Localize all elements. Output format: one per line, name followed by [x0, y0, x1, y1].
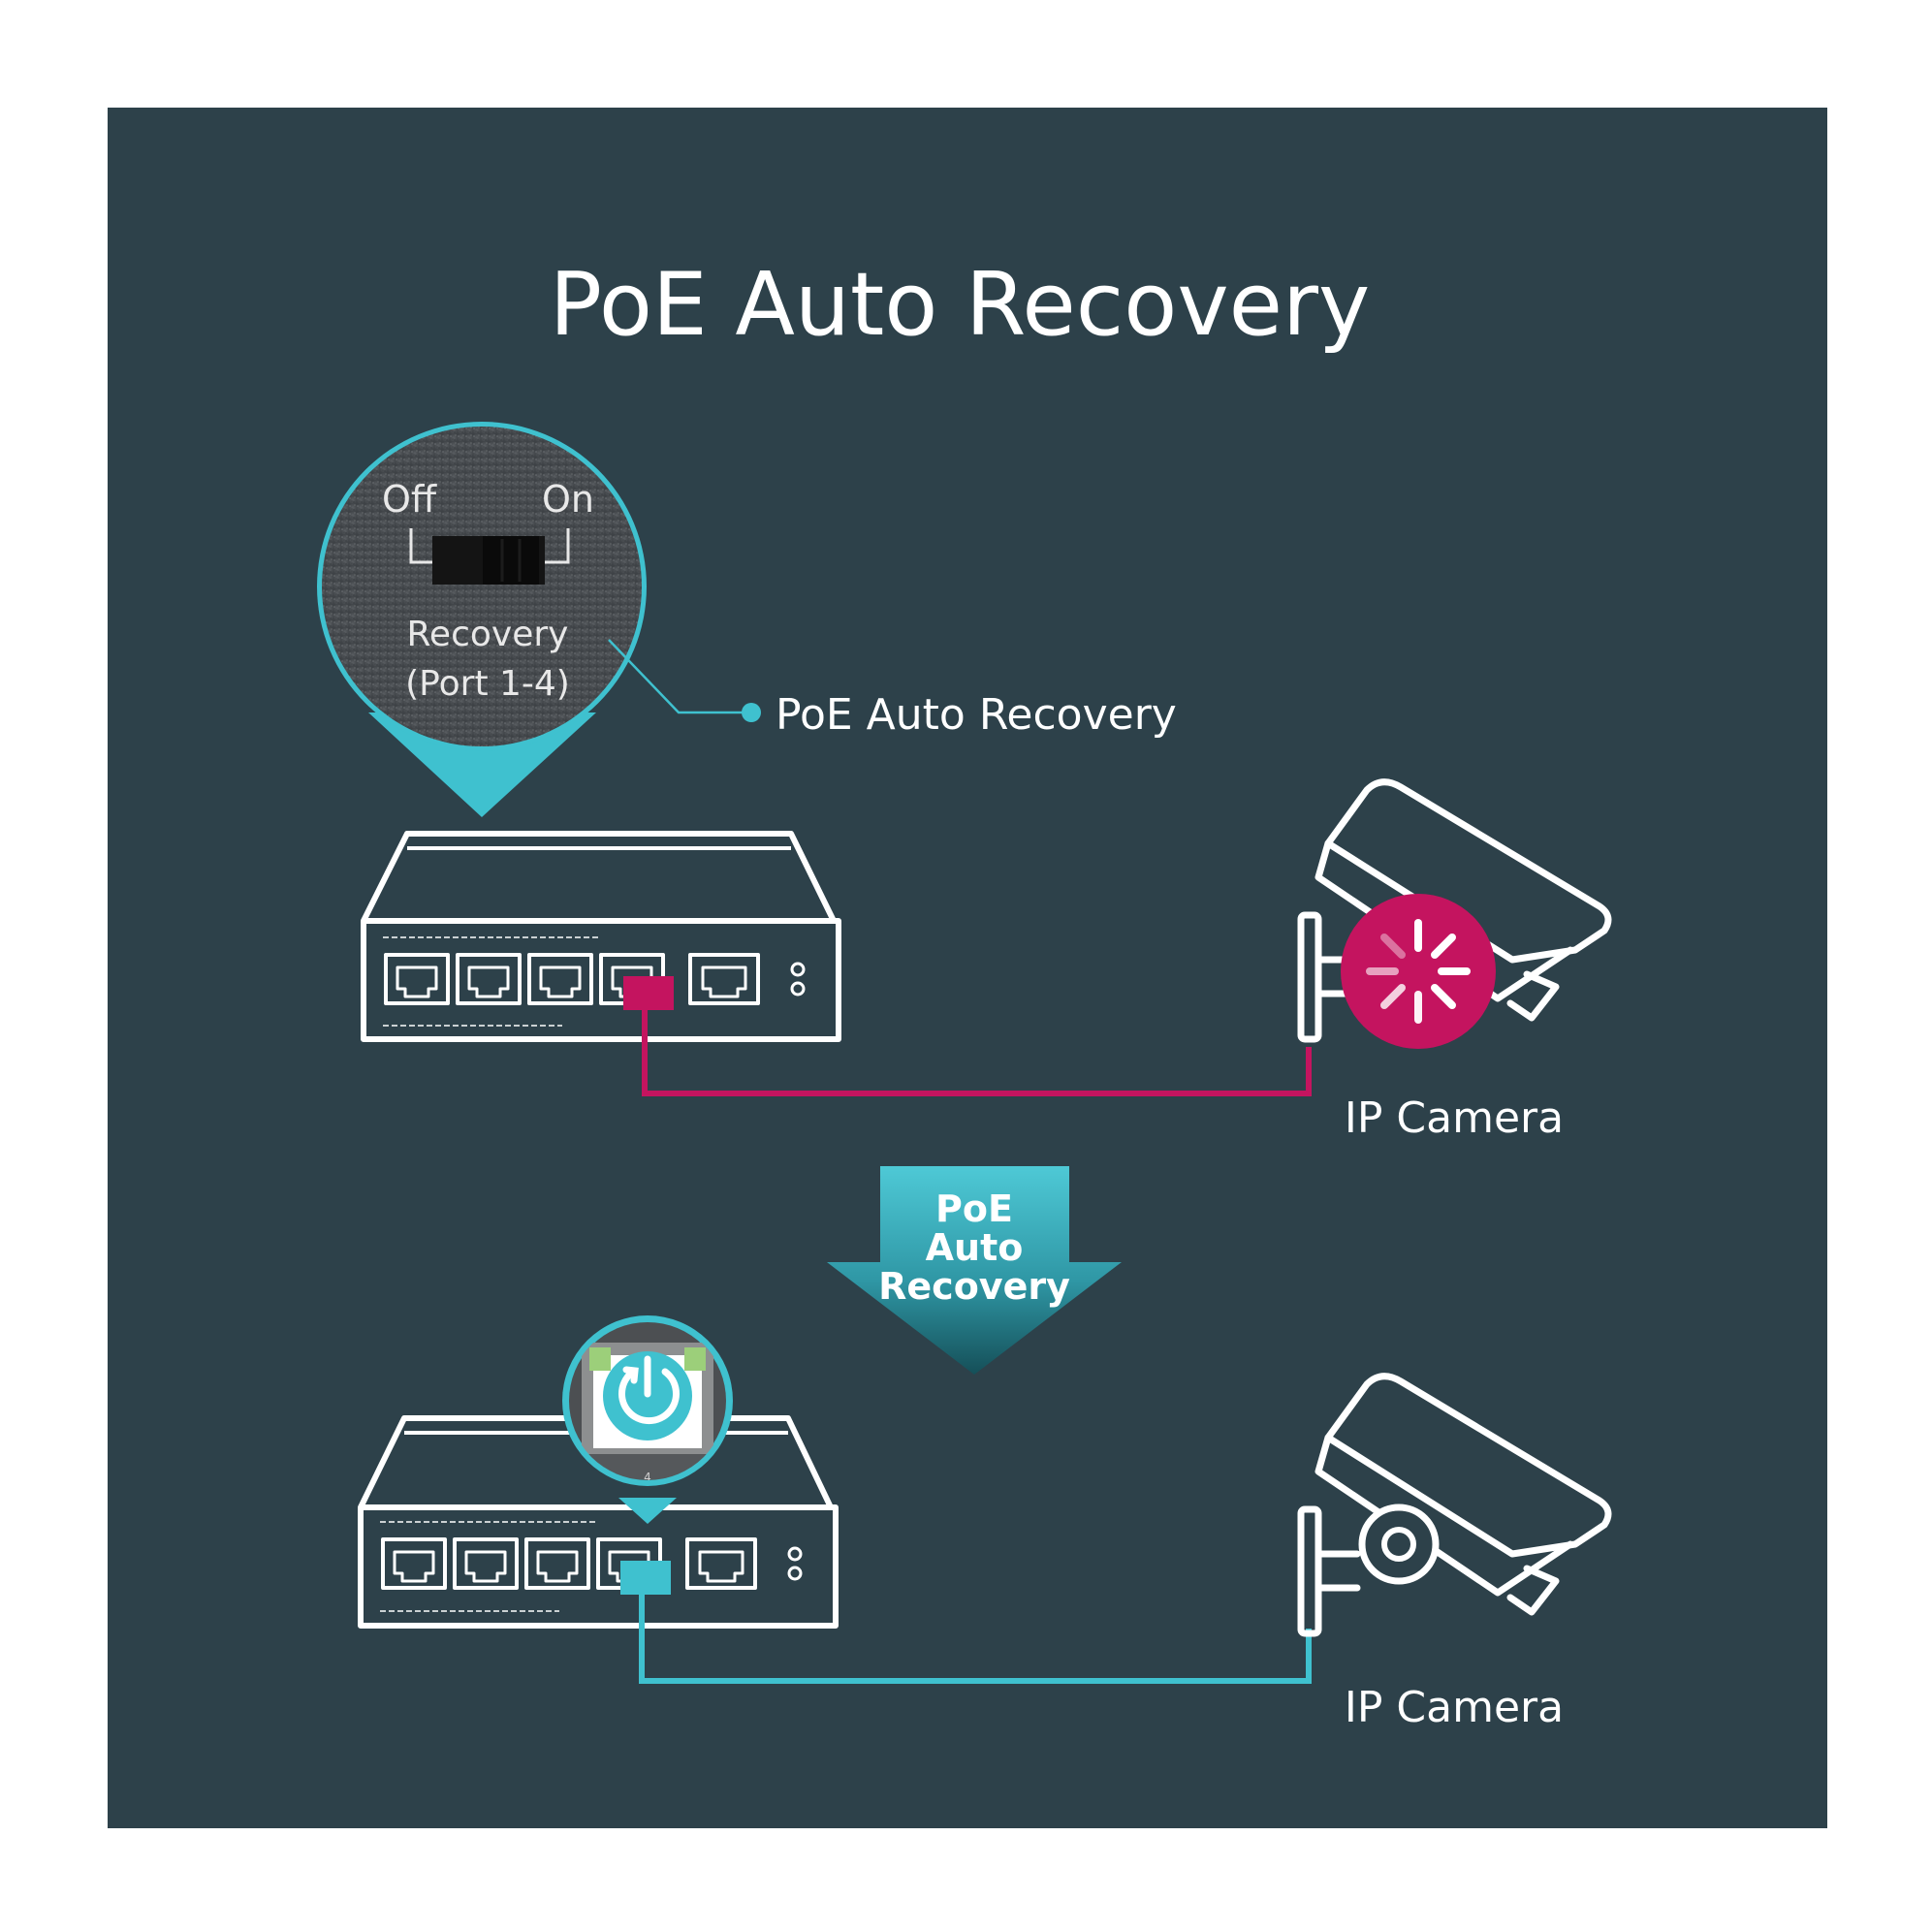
- camera-label-bottom: IP Camera: [1345, 1683, 1564, 1732]
- svg-text:4: 4: [644, 1471, 651, 1484]
- switch-on-label: On: [542, 478, 594, 521]
- loading-spinner-icon: [1366, 919, 1471, 1024]
- recovered-cable: [639, 1595, 1312, 1684]
- callout-leader: [608, 639, 761, 722]
- power-restart-icon: [618, 1355, 680, 1425]
- arrow-label-line-3: Recovery: [878, 1265, 1070, 1308]
- recovered-port: [620, 1561, 671, 1595]
- recovery-toggle-switch: [432, 536, 545, 585]
- arrow-label-line-2: Auto: [926, 1226, 1024, 1269]
- error-indicator: [1341, 894, 1496, 1049]
- faulty-cable: [642, 1010, 1312, 1096]
- recovery-label: Recovery: [407, 615, 569, 654]
- lens-icon: [1358, 1504, 1440, 1585]
- recovery-arrow: PoE Auto Recovery: [827, 1166, 1122, 1375]
- port-range-label: (Port 1-4): [405, 664, 570, 704]
- callout-label: PoE Auto Recovery: [776, 690, 1177, 740]
- recovery-switch-zoom: Off On Recovery (Port 1-4): [317, 422, 647, 817]
- port-zoom: 4: [562, 1315, 733, 1524]
- arrow-label-line-1: PoE: [935, 1187, 1013, 1230]
- switch-off-label: Off: [382, 478, 437, 521]
- page-title: PoE Auto Recovery: [550, 254, 1370, 356]
- faulty-port: [623, 976, 674, 1010]
- camera-label-top: IP Camera: [1345, 1093, 1564, 1143]
